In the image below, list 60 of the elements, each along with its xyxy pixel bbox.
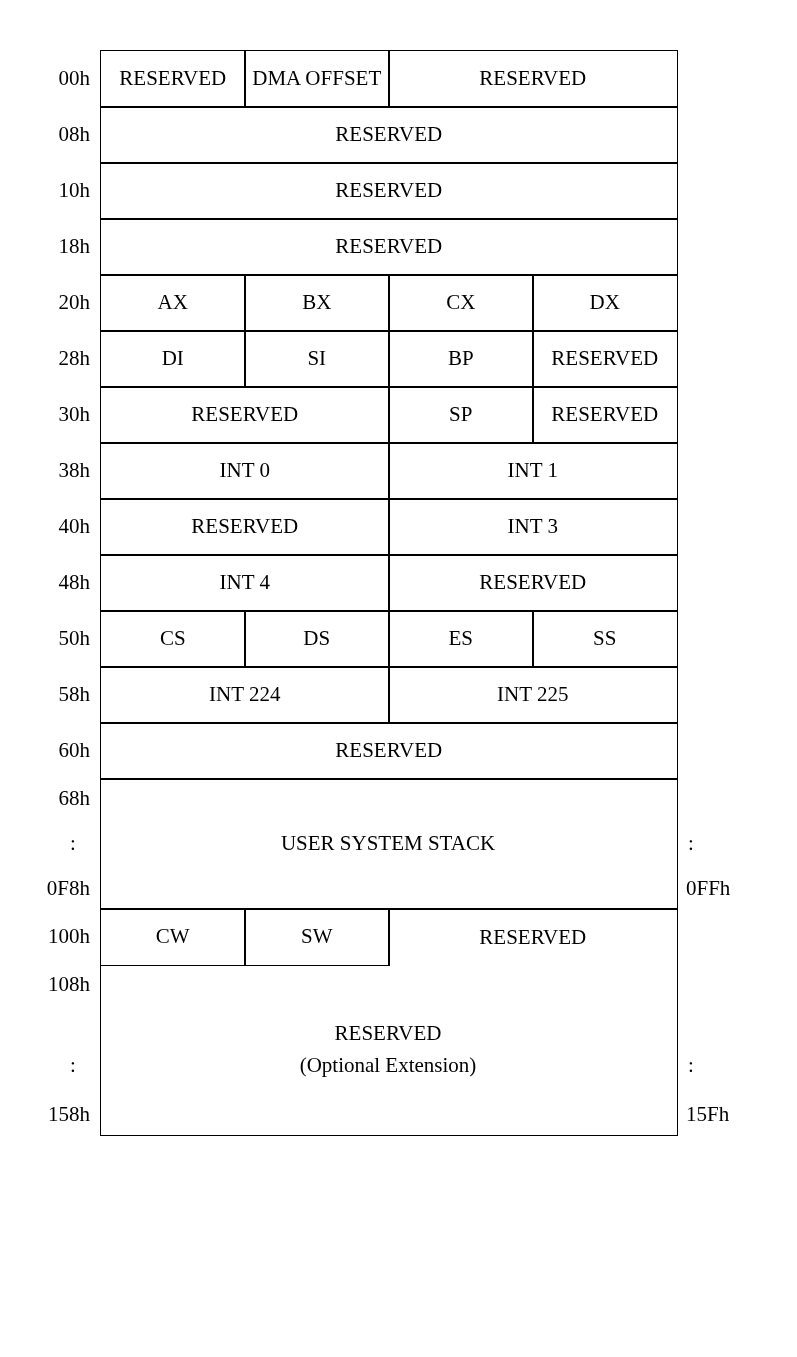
memory-field: RESERVED: [100, 218, 678, 276]
continuation-mark: :: [688, 1053, 694, 1077]
memory-field: INT 0: [100, 442, 390, 500]
memory-field: RESERVED: [100, 498, 390, 556]
address-label: 68h: [58, 786, 90, 810]
address-label: 58h: [58, 682, 90, 706]
memory-field: DS: [244, 610, 390, 668]
address-label: 08h: [58, 122, 90, 146]
region-label: RESERVED: [333, 1021, 443, 1045]
memory-field: RESERVED: [388, 908, 678, 966]
memory-field: CW: [100, 908, 246, 966]
memory-field: RESERVED: [532, 386, 678, 444]
address-label: 40h: [58, 514, 90, 538]
memory-field: RESERVED: [388, 50, 678, 108]
memory-field: INT 225: [388, 666, 678, 724]
memory-field: RESERVED: [100, 722, 678, 780]
memory-field: INT 1: [388, 442, 678, 500]
memory-field: RESERVED: [100, 50, 246, 108]
address-label: 108h: [48, 972, 90, 996]
memory-field: SP: [388, 386, 534, 444]
memory-field: INT 224: [100, 666, 390, 724]
memory-field: RESERVED: [100, 106, 678, 164]
address-label: 18h: [58, 234, 90, 258]
memory-field: INT 3: [388, 498, 678, 556]
address-label: 0FFh: [686, 876, 731, 900]
memory-field: RESERVED: [388, 554, 678, 612]
memory-field: BP: [388, 330, 534, 388]
memory-field: DMA OFFSET: [244, 50, 390, 108]
memory-field: SW: [244, 908, 390, 966]
memory-field: DI: [100, 330, 246, 388]
address-label: 00h: [58, 66, 90, 90]
address-label: 100h: [48, 924, 90, 948]
memory-field: AX: [100, 274, 246, 332]
memory-field: INT 4: [100, 554, 390, 612]
address-label: 20h: [58, 290, 90, 314]
memory-field: ES: [388, 610, 534, 668]
memory-field: DX: [532, 274, 678, 332]
memory-field: RESERVED: [100, 162, 678, 220]
address-label: 38h: [58, 458, 90, 482]
continuation-mark: :: [70, 1053, 76, 1077]
address-label: 0F8h: [46, 876, 90, 900]
memory-field: SS: [532, 610, 678, 668]
address-label: 30h: [58, 402, 90, 426]
memory-field: RESERVED: [532, 330, 678, 388]
address-label: 48h: [58, 570, 90, 594]
region-label: USER SYSTEM STACK: [279, 831, 497, 855]
address-label: 158h: [48, 1102, 90, 1126]
address-label: 50h: [58, 626, 90, 650]
address-label: 10h: [58, 178, 90, 202]
memory-field: RESERVED: [100, 386, 390, 444]
region-label: (Optional Extension): [298, 1053, 478, 1077]
memory-field: BX: [244, 274, 390, 332]
address-label: 60h: [58, 738, 90, 762]
memory-field: SI: [244, 330, 390, 388]
address-label: 28h: [58, 346, 90, 370]
address-label: 15Fh: [686, 1102, 730, 1126]
memory-field: CS: [100, 610, 246, 668]
continuation-mark: :: [688, 831, 694, 855]
continuation-mark: :: [70, 831, 76, 855]
memory-field: CX: [388, 274, 534, 332]
